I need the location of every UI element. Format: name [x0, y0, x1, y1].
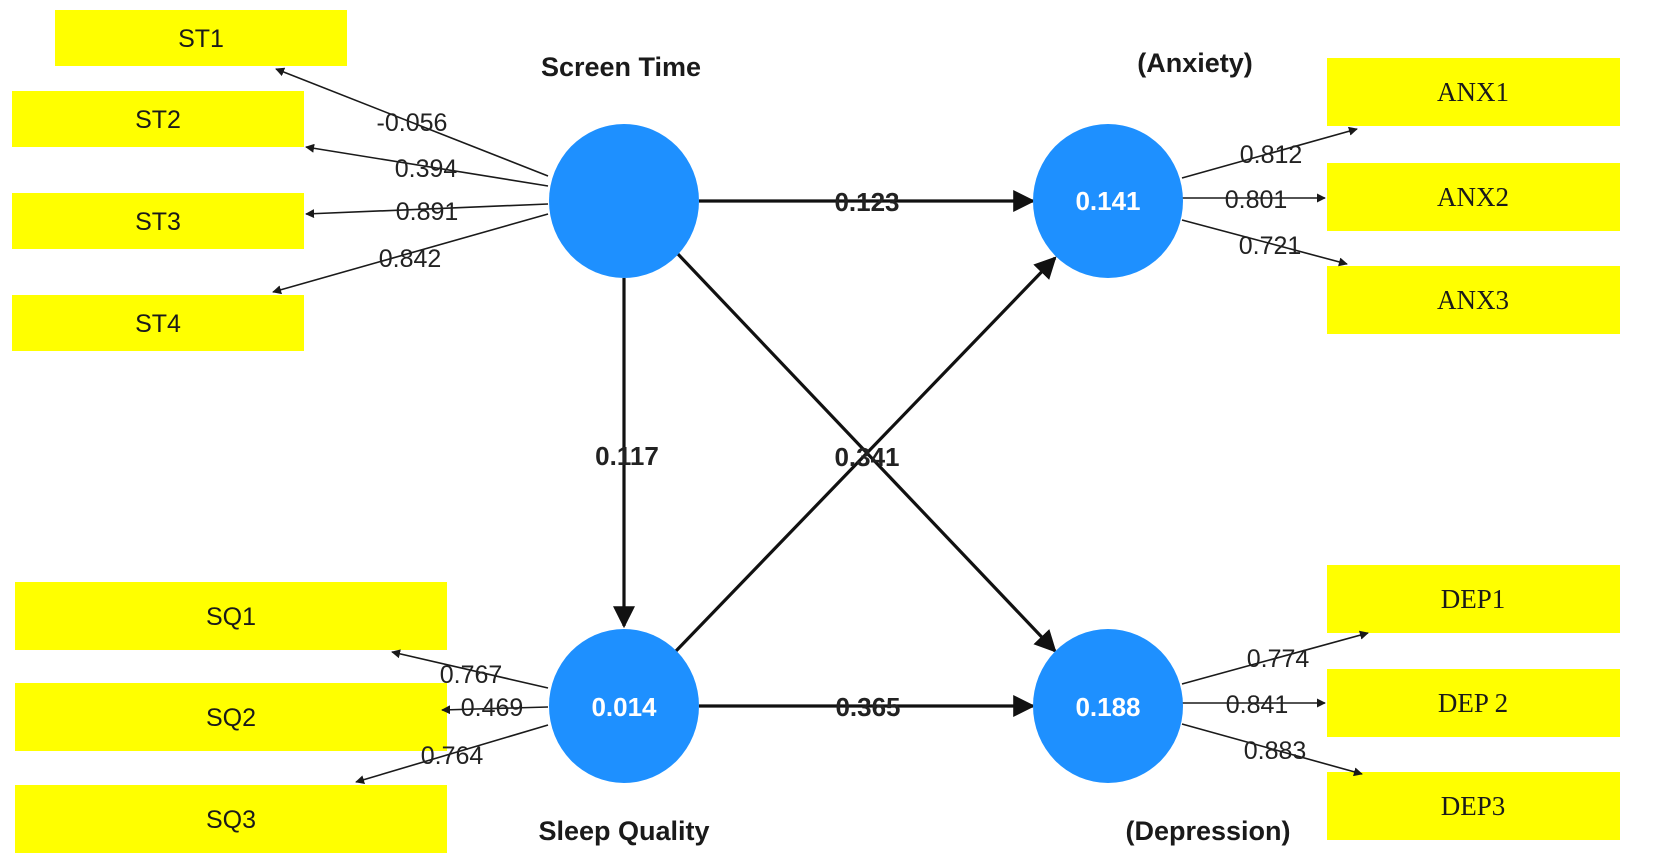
- indicator-st1: ST1: [55, 10, 347, 66]
- loading-label-st4: 0.842: [379, 245, 442, 273]
- construct-sleep-quality: 0.014: [549, 629, 699, 783]
- indicator-anx1-label: ANX1: [1437, 77, 1509, 107]
- loading-label-dep3: 0.883: [1244, 737, 1307, 765]
- path-coef-cross: 0.341: [834, 442, 899, 472]
- indicator-st4-label: ST4: [135, 310, 181, 338]
- indicator-dep2-label: DEP 2: [1438, 688, 1508, 718]
- construct-depression-name: (Depression): [1125, 816, 1290, 846]
- construct-depression-value: 0.188: [1075, 692, 1140, 722]
- construct-anxiety: 0.141: [1033, 124, 1183, 278]
- loading-arrow-anx1: [1181, 126, 1358, 179]
- construct-sleep-quality-value: 0.014: [591, 692, 657, 722]
- path-coef-screen-time-to-sleep-quality: 0.117: [595, 441, 659, 471]
- indicator-sq2-label: SQ2: [206, 704, 256, 732]
- loading-arrow-dep1: [1181, 630, 1369, 685]
- indicator-dep2: DEP 2: [1327, 669, 1620, 737]
- indicator-st3: ST3: [12, 193, 304, 249]
- indicator-anx2-label: ANX2: [1437, 182, 1509, 212]
- path-arrow-sleep-quality-to-anxiety: [674, 256, 1057, 653]
- indicator-sq3: SQ3: [15, 785, 447, 853]
- loading-label-anx1: 0.812: [1240, 141, 1303, 169]
- indicator-sq1: SQ1: [15, 582, 447, 650]
- path-coef-sleep-quality-to-depression: 0.365: [835, 692, 900, 722]
- indicator-sq3-label: SQ3: [206, 806, 256, 834]
- indicator-dep3-label: DEP3: [1441, 791, 1506, 821]
- indicator-dep3: DEP3: [1327, 772, 1620, 840]
- path-arrow-screen-time-to-depression: [674, 250, 1057, 653]
- loading-label-sq1: 0.767: [440, 661, 503, 689]
- indicator-anx2: ANX2: [1327, 163, 1620, 231]
- loading-label-st1: -0.056: [377, 109, 448, 137]
- loading-label-anx2: 0.801: [1225, 186, 1288, 214]
- indicator-dep1: DEP1: [1327, 565, 1620, 633]
- loading-label-dep1: 0.774: [1247, 645, 1310, 673]
- loading-arrow-sq2: [441, 705, 549, 715]
- indicator-st2-label: ST2: [135, 106, 181, 134]
- indicator-st2: ST2: [12, 91, 304, 147]
- indicator-st4: ST4: [12, 295, 304, 351]
- indicator-anx1: ANX1: [1327, 58, 1620, 126]
- loading-arrow-st2: [305, 143, 549, 187]
- construct-depression: 0.188: [1033, 629, 1183, 783]
- indicator-st1-label: ST1: [178, 25, 224, 53]
- construct-anxiety-value: 0.141: [1075, 186, 1140, 216]
- construct-screen-time-name: Screen Time: [541, 52, 701, 82]
- loading-arrow-st4: [272, 213, 549, 295]
- indicator-st3-label: ST3: [135, 208, 181, 236]
- indicator-dep1-label: DEP1: [1441, 584, 1506, 614]
- loading-label-st2: 0.394: [395, 155, 458, 183]
- loading-arrow-sq1: [391, 649, 549, 689]
- indicator-sq2: SQ2: [15, 683, 447, 751]
- construct-screen-time: [549, 124, 699, 278]
- indicator-sq1-label: SQ1: [206, 603, 256, 631]
- loading-label-sq2: 0.469: [461, 694, 524, 722]
- loading-arrow-sq3: [355, 724, 549, 785]
- path-coef-screen-time-to-anxiety: 0.123: [834, 187, 899, 217]
- indicator-anx3: ANX3: [1327, 266, 1620, 334]
- construct-sleep-quality-name: Sleep Quality: [538, 816, 709, 846]
- loading-arrow-anx3: [1181, 219, 1348, 267]
- loading-arrow-st1: [275, 67, 549, 177]
- loading-label-sq3: 0.764: [421, 742, 484, 770]
- construct-anxiety-name: (Anxiety): [1137, 48, 1253, 78]
- loading-arrow-st3: [305, 203, 549, 219]
- loading-label-dep2: 0.841: [1226, 691, 1289, 719]
- loading-label-anx3: 0.721: [1239, 232, 1302, 260]
- loading-label-st3: 0.891: [396, 198, 459, 226]
- indicator-anx3-label: ANX3: [1437, 285, 1509, 315]
- loading-arrow-dep3: [1181, 723, 1363, 777]
